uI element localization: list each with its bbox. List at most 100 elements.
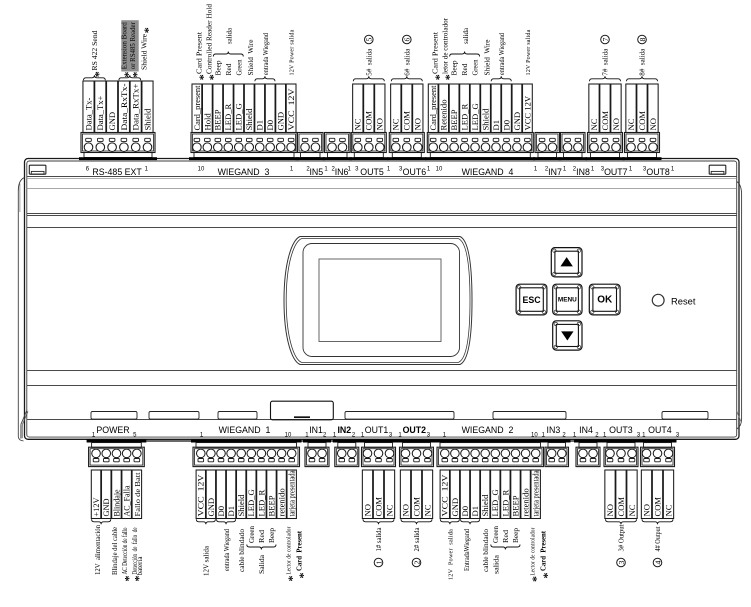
svg-text:10: 10: [436, 167, 443, 173]
svg-text:1: 1: [374, 560, 383, 564]
svg-text:NC: NC: [384, 504, 394, 516]
svg-text:Card Present: Card Present: [194, 32, 203, 74]
svg-text:NO: NO: [362, 504, 372, 516]
svg-text:Shield Wire: Shield Wire: [140, 34, 149, 70]
svg-text:3: 3: [399, 167, 403, 173]
svg-text:*: *: [432, 74, 446, 80]
svg-text:salida: salida: [492, 554, 500, 574]
svg-text:NO: NO: [641, 504, 651, 516]
svg-text:1: 1: [542, 432, 546, 438]
svg-text:D0: D0: [216, 506, 226, 517]
svg-text:D0: D0: [265, 120, 275, 131]
svg-text:3# Output: 3# Output: [619, 524, 626, 551]
svg-text:tarjeta presentada: tarjeta presentada: [287, 470, 297, 516]
svg-text:Lector de controlador: Lector de controlador: [286, 527, 293, 575]
svg-text:Shield: Shield: [480, 108, 490, 131]
svg-text:GND: GND: [206, 498, 216, 517]
svg-text:Card Present: Card Present: [540, 530, 548, 571]
svg-text:1: 1: [324, 167, 328, 173]
svg-text:retenido: retenido: [277, 488, 287, 516]
svg-text:2: 2: [545, 167, 549, 173]
svg-text:letor de controlador: letor de controlador: [441, 17, 450, 74]
svg-text:1: 1: [387, 167, 391, 173]
svg-text:BEEP: BEEP: [213, 109, 223, 130]
svg-text:Fallo de Batt: Fallo de Batt: [133, 472, 142, 517]
svg-text:10: 10: [198, 167, 205, 173]
svg-text:3: 3: [601, 167, 605, 173]
svg-text:WIEGAND 2: WIEGAND 2: [462, 425, 514, 435]
svg-text:OUT5: OUT5: [360, 167, 384, 177]
svg-text:1: 1: [348, 167, 352, 173]
svg-text:3: 3: [676, 432, 680, 438]
svg-text:NC: NC: [626, 118, 636, 130]
svg-text:retenido: retenido: [521, 488, 531, 516]
svg-text:COM: COM: [364, 111, 374, 131]
svg-text:Shield Wire: Shield Wire: [483, 39, 492, 75]
svg-text:Green: Green: [471, 59, 480, 75]
svg-text:OUT4: OUT4: [648, 425, 672, 435]
svg-text:10: 10: [531, 432, 538, 438]
svg-text:NC: NC: [627, 504, 637, 516]
svg-text:Green: Green: [248, 526, 256, 543]
svg-text:GND: GND: [276, 112, 286, 131]
svg-text:AC_Falla: AC_Falla: [123, 485, 132, 517]
svg-text:2: 2: [332, 167, 336, 173]
svg-text:5# salida: 5# salida: [365, 48, 373, 76]
svg-text:COM: COM: [616, 497, 626, 517]
svg-text:Card Present: Card Present: [431, 32, 440, 74]
svg-text:IN4: IN4: [579, 425, 593, 435]
svg-text:NC: NC: [422, 504, 432, 516]
svg-text:NC: NC: [391, 118, 401, 130]
svg-text:Retenido: Retenido: [439, 99, 449, 130]
svg-text:RS-485 EXT: RS-485 EXT: [92, 167, 142, 177]
svg-text:Shield: Shield: [480, 494, 490, 517]
svg-text:OUT2: OUT2: [403, 425, 427, 435]
svg-text:OUT7: OUT7: [604, 167, 628, 177]
svg-text:8# salida: 8# salida: [639, 48, 647, 76]
svg-text:entrada Wiegand: entrada Wiegand: [498, 33, 506, 75]
svg-text:LED_R: LED_R: [223, 103, 233, 130]
svg-text:COM: COM: [402, 111, 412, 131]
svg-text:Card_present: Card_present: [192, 85, 202, 131]
svg-text:2: 2: [595, 432, 599, 438]
svg-text:NO: NO: [400, 504, 410, 516]
svg-text:12V salida: 12V salida: [202, 545, 210, 576]
svg-text:Red: Red: [224, 63, 233, 75]
svg-text:7: 7: [601, 37, 610, 41]
svg-text:3: 3: [643, 167, 647, 173]
svg-text:IN2: IN2: [337, 425, 351, 435]
svg-text:3: 3: [355, 167, 359, 173]
svg-text:+12V: +12V: [92, 498, 101, 517]
svg-text:Controlled Reader Hold: Controlled Reader Hold: [204, 4, 213, 74]
svg-text:2# salida: 2# salida: [414, 528, 421, 552]
svg-text:Shield Wire: Shield Wire: [246, 40, 255, 76]
svg-text:1: 1: [534, 167, 538, 173]
svg-text:Lector de controlador: Lector de controlador: [530, 528, 537, 576]
svg-text:BEEP: BEEP: [449, 109, 459, 130]
svg-text:OUT3: OUT3: [609, 425, 633, 435]
svg-text:D1: D1: [255, 120, 265, 131]
svg-text:IN3: IN3: [547, 425, 561, 435]
svg-text:NC: NC: [663, 504, 673, 516]
svg-text:BEEP: BEEP: [266, 495, 276, 516]
svg-text:GND: GND: [107, 112, 117, 131]
svg-text:GND: GND: [102, 499, 111, 517]
svg-text:entrada Wiegand: entrada Wiegand: [262, 33, 270, 75]
svg-text:*: *: [141, 27, 155, 33]
svg-text:1: 1: [563, 167, 567, 173]
svg-text:cable blindado: cable blindado: [482, 529, 490, 572]
svg-text:*: *: [129, 72, 143, 78]
svg-text:D1: D1: [491, 120, 501, 131]
svg-text:1: 1: [671, 167, 675, 173]
svg-text:batería: batería: [136, 556, 144, 576]
svg-text:OUT8: OUT8: [646, 167, 670, 177]
svg-text:LED_G: LED_G: [246, 489, 256, 516]
svg-text:entrada Wiegand: entrada Wiegand: [223, 529, 231, 571]
svg-text:5: 5: [365, 37, 374, 41]
svg-text:Beep: Beep: [512, 528, 520, 543]
svg-text:LED_G: LED_G: [234, 103, 244, 130]
svg-text:12V Power salida: 12V Power salida: [525, 30, 532, 76]
svg-text:1: 1: [427, 167, 431, 173]
svg-text:OUT6: OUT6: [403, 167, 427, 177]
svg-text:OK: OK: [597, 295, 613, 306]
